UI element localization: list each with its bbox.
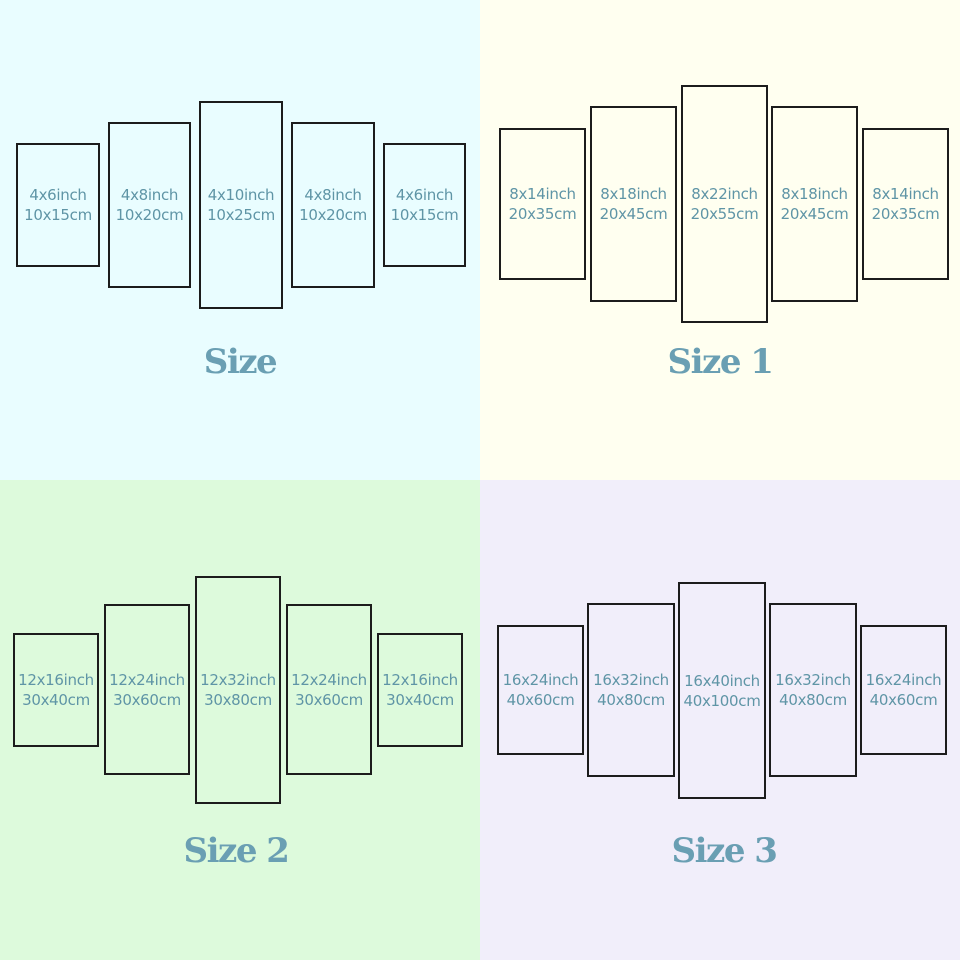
panel-cm-label: 40x60cm	[506, 691, 575, 709]
panel-frame: 8x14inch 20x35cm	[499, 128, 586, 280]
panel-frame: 16x24inch 40x60cm	[497, 625, 584, 755]
panel-frame: 16x32inch 40x80cm	[587, 603, 675, 777]
panel-cm-label: 30x60cm	[295, 690, 363, 709]
panel-cm-label: 30x80cm	[204, 691, 272, 709]
panel-inch-label: 12x16inch	[18, 671, 94, 689]
size-quadrant-3: 16x24inch 40x60cm 16x32inch 40x80cm 16x4…	[480, 480, 960, 960]
size-title: Size 1	[667, 342, 774, 382]
panel-frame: 4x10inch 10x25cm	[199, 101, 283, 309]
panel-frame: 16x40inch 40x100cm	[678, 582, 766, 799]
panel-cm-label: 10x20cm	[299, 206, 367, 224]
panel-cm-label: 20x45cm	[599, 205, 668, 223]
panel-inch-label: 12x16inch	[382, 671, 458, 689]
panel-inch-label: 12x24inch	[109, 670, 185, 689]
panel-cm-label: 40x80cm	[597, 691, 665, 709]
panel-inch-label: 4x8inch	[304, 186, 362, 204]
panel-cm-label: 30x40cm	[386, 691, 454, 709]
panel-inch-label: 8x18inch	[600, 185, 667, 203]
size-quadrant-2: 12x16inch 30x40cm 12x24inch 30x60cm 12x3…	[0, 480, 480, 960]
size-title: Size	[203, 342, 278, 382]
panel-inch-label: 16x32inch	[775, 671, 851, 689]
panel-inch-label: 16x40inch	[684, 671, 760, 690]
panel-inch-label: 8x22inch	[691, 185, 758, 203]
panel-inch-label: 12x32inch	[200, 671, 276, 689]
panel-inch-label: 8x18inch	[781, 185, 848, 203]
panel-inch-label: 4x10inch	[207, 186, 275, 204]
panel-frame: 8x18inch 20x45cm	[771, 106, 858, 302]
panel-cm-label: 40x100cm	[683, 691, 761, 710]
panel-cm-label: 40x80cm	[779, 691, 847, 709]
panel-inch-label: 8x14inch	[872, 185, 939, 203]
panel-inch-label: 4x6inch	[395, 186, 454, 204]
panel-frame: 12x32inch 30x80cm	[195, 576, 281, 804]
size-title: Size 2	[183, 831, 290, 871]
panel-cm-label: 10x20cm	[115, 206, 184, 224]
panel-cm-label: 10x15cm	[24, 206, 92, 224]
panel-cm-label: 20x35cm	[508, 205, 577, 223]
panel-inch-label: 8x14inch	[509, 185, 576, 203]
panel-frame: 12x16inch 30x40cm	[377, 633, 463, 747]
panel-cm-label: 30x60cm	[113, 690, 181, 709]
panel-frame: 8x18inch 20x45cm	[590, 106, 677, 302]
panel-frame: 4x8inch 10x20cm	[291, 122, 375, 288]
panel-frame: 4x8inch 10x20cm	[108, 122, 191, 288]
panel-frame: 12x24inch 30x60cm	[286, 604, 372, 775]
panel-frame: 16x24inch 40x60cm	[860, 625, 947, 755]
panel-frame: 8x22inch 20x55cm	[681, 85, 768, 323]
panel-cm-label: 10x25cm	[207, 206, 275, 224]
panel-frame: 4x6inch 10x15cm	[383, 143, 466, 267]
panel-cm-label: 20x45cm	[780, 205, 849, 223]
panel-inch-label: 4x8inch	[120, 186, 179, 204]
panel-inch-label: 4x6inch	[29, 186, 87, 204]
panel-cm-label: 40x60cm	[869, 691, 938, 709]
panel-frame: 12x24inch 30x60cm	[104, 604, 190, 775]
panel-inch-label: 16x24inch	[502, 671, 579, 689]
panel-cm-label: 30x40cm	[22, 691, 90, 709]
panel-inch-label: 12x24inch	[291, 670, 367, 689]
panel-cm-label: 20x55cm	[690, 205, 759, 223]
panel-frame: 4x6inch 10x15cm	[16, 143, 100, 267]
panel-frame: 8x14inch 20x35cm	[862, 128, 949, 280]
panel-inch-label: 16x32inch	[593, 671, 669, 689]
panel-inch-label: 16x24inch	[865, 671, 942, 689]
size-title: Size 3	[671, 831, 778, 871]
size-quadrant-0: 4x6inch 10x15cm 4x8inch 10x20cm 4x10inch…	[0, 0, 480, 480]
panel-cm-label: 10x15cm	[390, 206, 459, 224]
panel-cm-label: 20x35cm	[871, 205, 940, 223]
panel-frame: 12x16inch 30x40cm	[13, 633, 99, 747]
panel-frame: 16x32inch 40x80cm	[769, 603, 857, 777]
size-quadrant-1: 8x14inch 20x35cm 8x18inch 20x45cm 8x22in…	[480, 0, 960, 480]
